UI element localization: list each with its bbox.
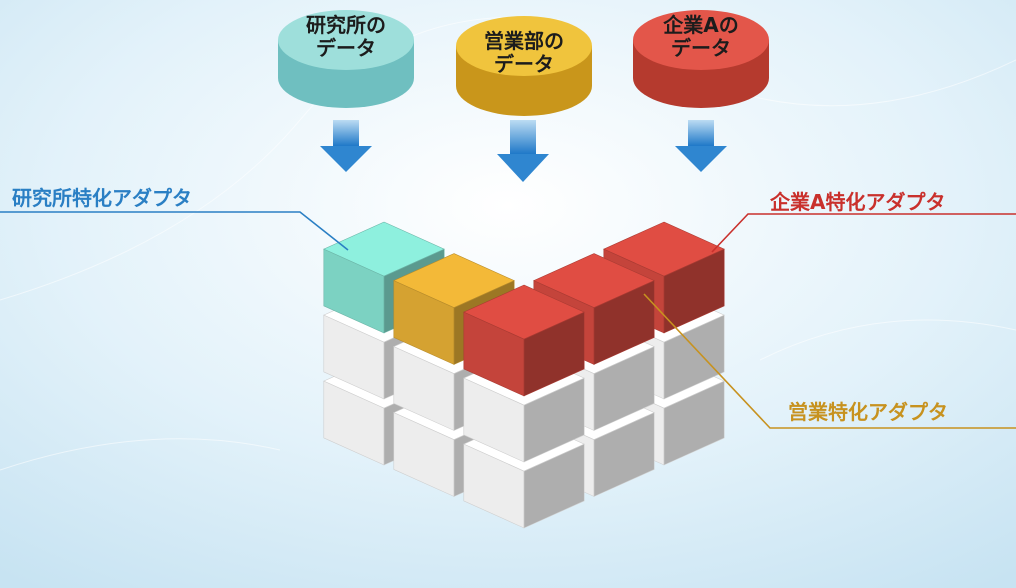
cylinder-sales-label: 営業部の データ — [464, 30, 584, 76]
cylinder-research — [278, 10, 414, 108]
cube-block-2-2-0 — [463, 284, 585, 397]
cube-face-right — [593, 280, 655, 365]
cube-face-right — [593, 346, 655, 431]
cube-face-right — [593, 412, 655, 497]
arrow-research — [320, 120, 372, 172]
cube-face-right — [523, 443, 585, 529]
arrow-sales — [497, 120, 549, 182]
cylinder-sales — [456, 16, 592, 116]
cylinder-company-line2: データ — [671, 36, 731, 60]
cylinder-research-line2: データ — [316, 36, 376, 60]
cylinder-sales-line1: 営業部の — [484, 29, 564, 53]
cylinder-research-line1: 研究所の — [306, 13, 386, 37]
adapter-label-research: 研究所特化アダプタ — [12, 186, 192, 210]
cube-face-right — [663, 380, 725, 466]
cylinder-sales-line2: データ — [494, 52, 554, 76]
cube-block-2-2-2 — [463, 416, 585, 529]
adapter-cube — [323, 221, 725, 529]
cylinder-company-label: 企業Aの データ — [641, 14, 761, 60]
cylinder-company — [633, 10, 769, 108]
cylinder-research-label: 研究所の データ — [286, 14, 406, 60]
leader-lines — [0, 211, 1016, 429]
cube-face-right — [663, 314, 725, 400]
cube-face-right — [523, 311, 585, 397]
adapter-label-company: 企業A特化アダプタ — [770, 190, 946, 214]
cube-face-right — [663, 248, 725, 334]
cylinder-company-line1: 企業Aの — [663, 13, 739, 37]
adapter-label-sales: 営業特化アダプタ — [788, 400, 948, 424]
cube-face-right — [523, 377, 585, 463]
arrow-company — [675, 120, 727, 172]
